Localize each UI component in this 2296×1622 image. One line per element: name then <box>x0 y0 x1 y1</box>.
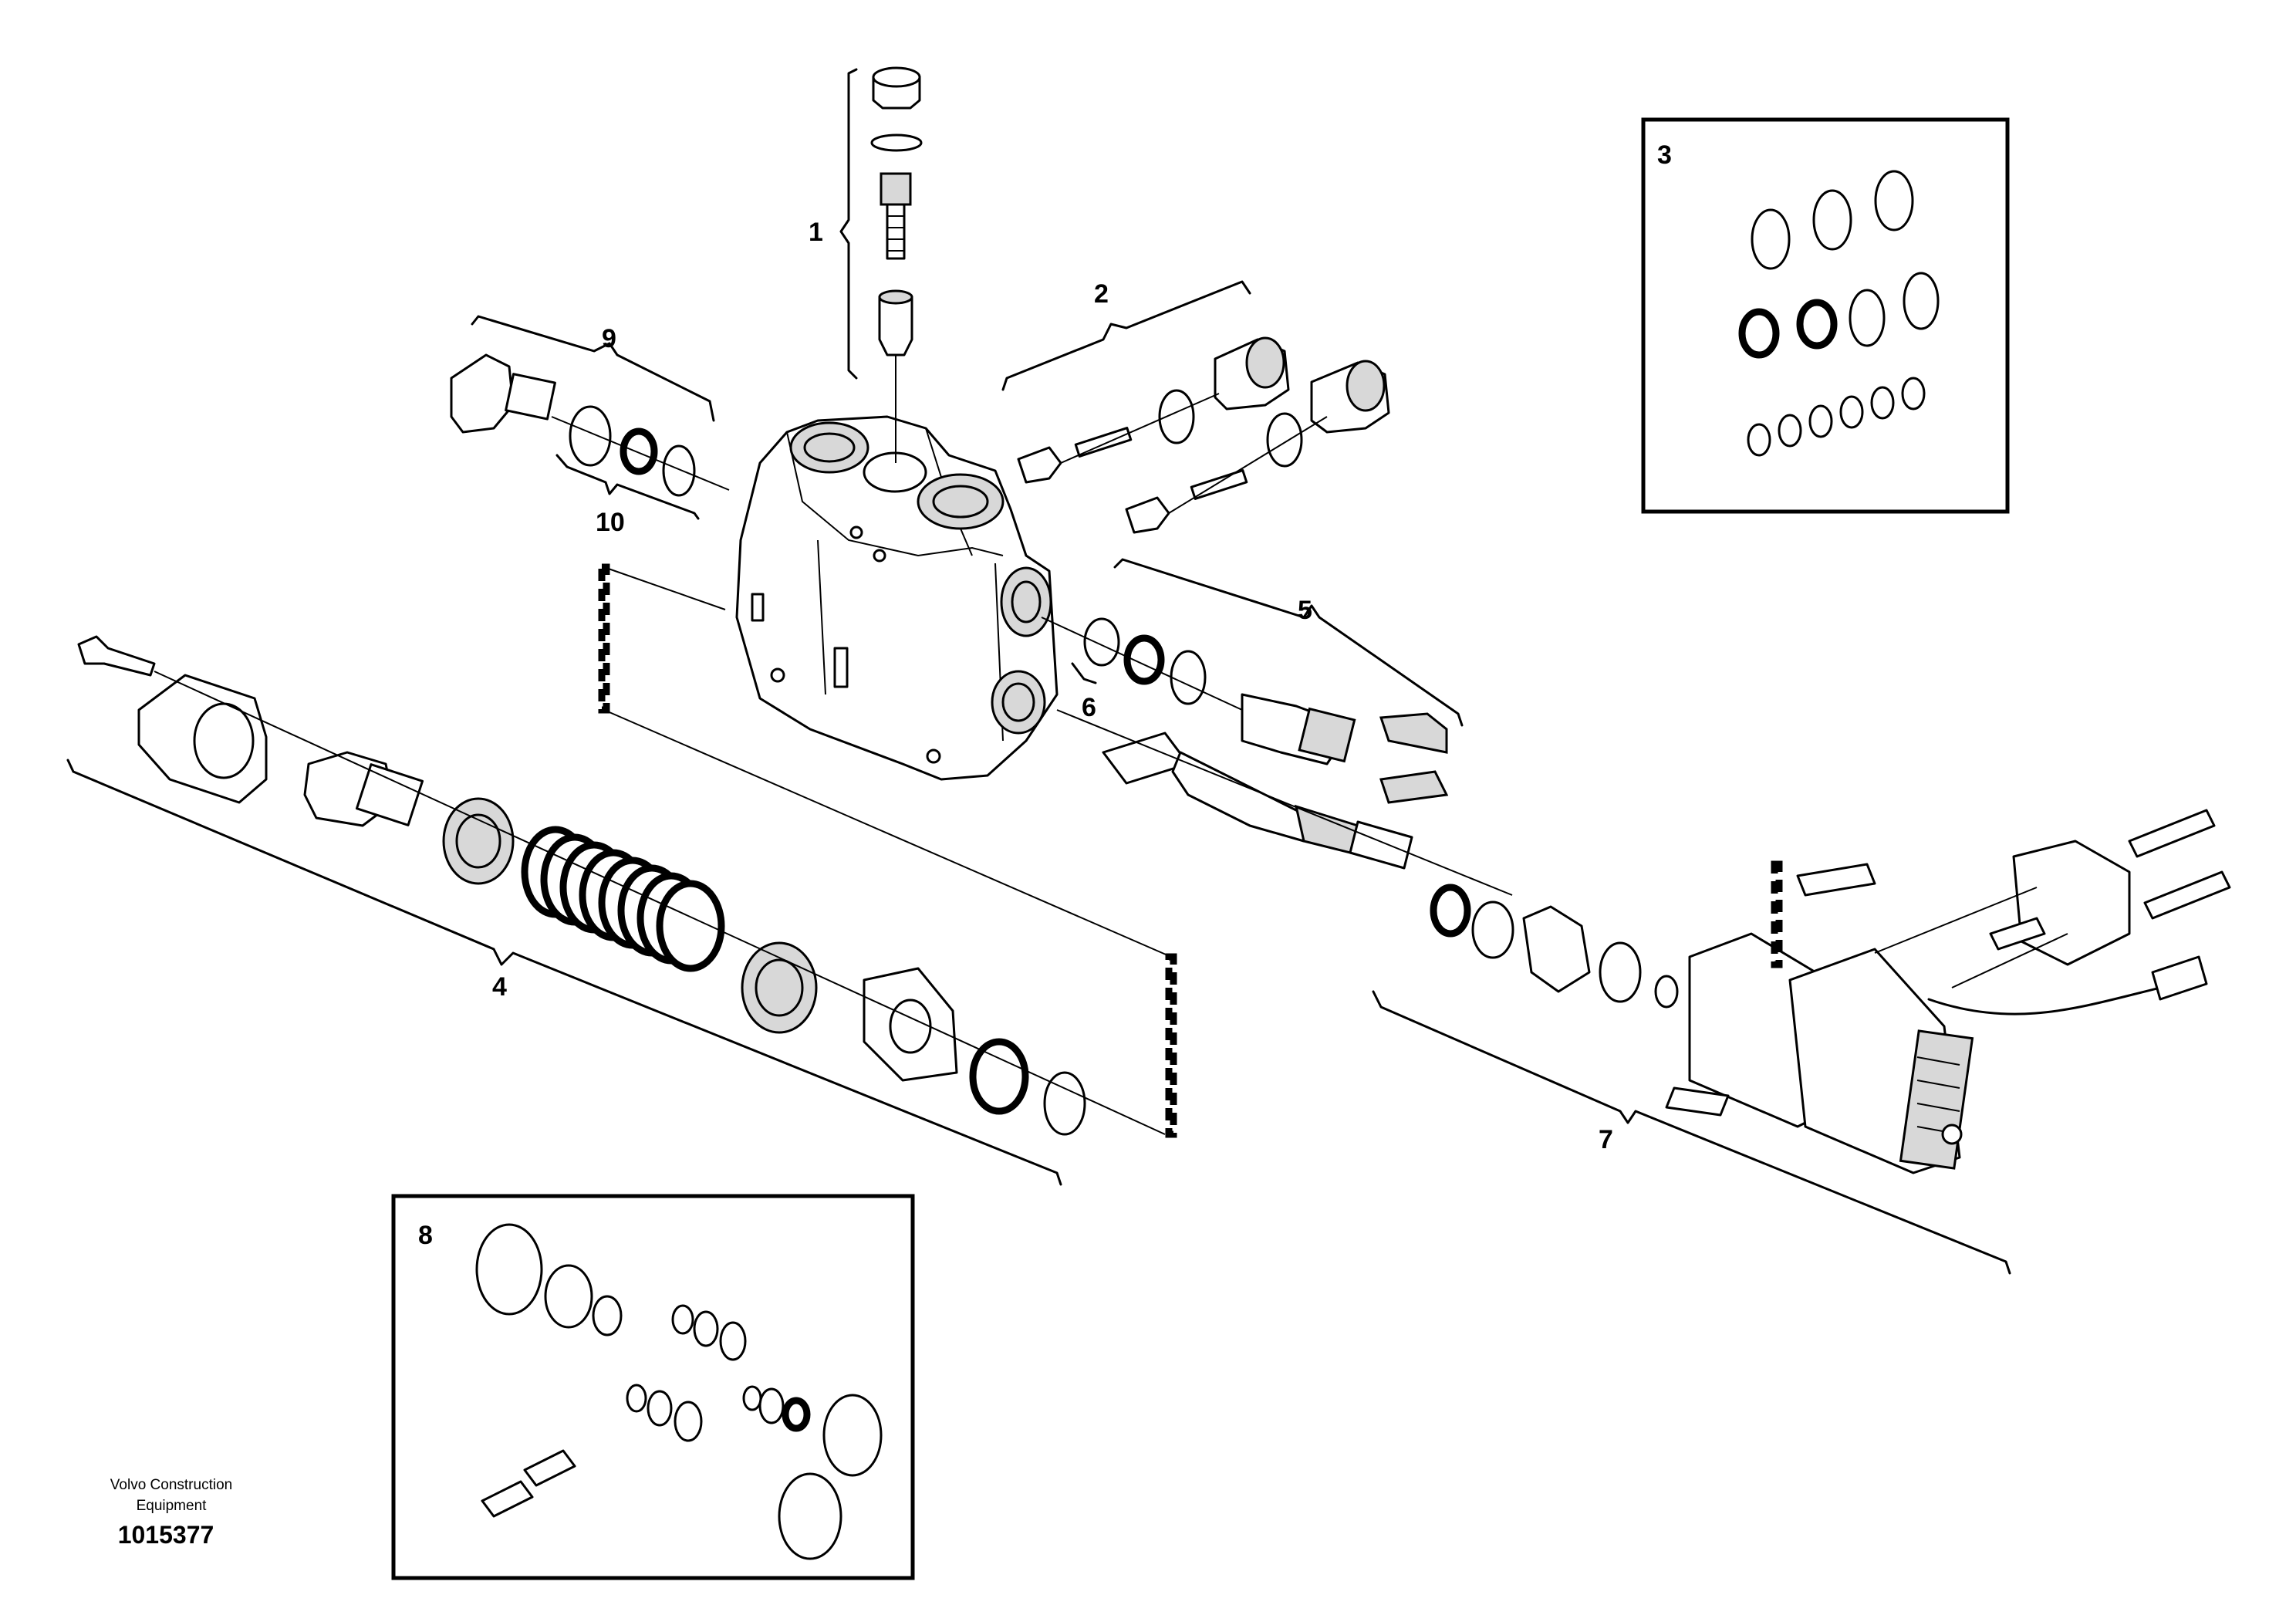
part-group-7 <box>1372 809 2231 1275</box>
callout-2: 2 <box>1094 279 1109 309</box>
part-group-9-10 <box>450 315 730 520</box>
spring <box>521 826 725 972</box>
part-group-6 <box>1056 662 1513 896</box>
callout-5: 5 <box>1298 596 1312 625</box>
credit-line-1: Volvo Construction <box>110 1477 232 1493</box>
credit-line-2: Equipment <box>137 1498 208 1514</box>
document-number: 1015377 <box>118 1521 214 1549</box>
seal-kit-box-8 <box>391 1194 915 1580</box>
callout-8: 8 <box>418 1221 433 1250</box>
callout-1: 1 <box>809 218 823 247</box>
callout-9: 9 <box>602 324 616 353</box>
part-group-2 <box>1001 280 1390 534</box>
callout-7: 7 <box>1599 1125 1613 1154</box>
valve-body <box>735 415 1059 781</box>
callout-6: 6 <box>1082 693 1096 722</box>
part-group-4 <box>66 563 1177 1186</box>
part-group-5 <box>1041 558 1464 804</box>
callout-10: 10 <box>596 508 625 537</box>
callout-3: 3 <box>1657 140 1672 170</box>
part-group-1 <box>839 66 923 463</box>
seal-kit-box-3 <box>1641 117 2010 514</box>
callout-4: 4 <box>492 972 507 1002</box>
